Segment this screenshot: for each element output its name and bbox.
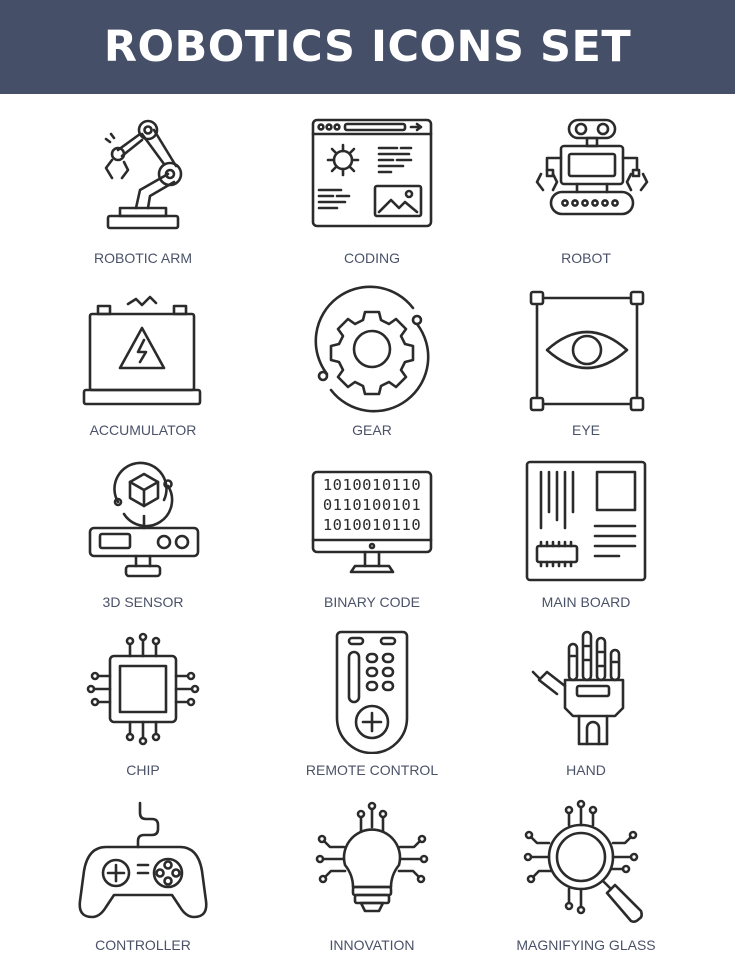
icon-tile-chip: CHIP xyxy=(38,624,248,778)
icon-tile-binary-code: 1010010110 0110100101 1010010110 BINARY … xyxy=(267,456,477,610)
icon-tile-3d-sensor: 3D SENSOR xyxy=(38,456,248,610)
3d-sensor-icon xyxy=(88,461,200,578)
icon-label: CONTROLLER xyxy=(95,937,191,953)
innovation-icon xyxy=(315,801,429,913)
icon-label: ROBOTIC ARM xyxy=(93,250,192,266)
chip-icon xyxy=(86,632,200,746)
icon-label: ACCUMULATOR xyxy=(89,422,197,438)
icon-tile-coding: CODING xyxy=(267,112,477,266)
remote-control-icon xyxy=(335,630,409,754)
icon-label: 3D SENSOR xyxy=(102,594,184,610)
icon-tile-eye: EYE xyxy=(481,284,691,438)
robotic-arm-icon xyxy=(104,119,183,230)
icon-tile-robotic-arm: ROBOTIC ARM xyxy=(38,112,248,266)
eye-icon xyxy=(529,290,645,412)
icon-tile-magnifying-glass: MAGNIFYING GLASS xyxy=(481,799,691,953)
binary-line: 1010010110 xyxy=(323,516,421,534)
icon-label: HAND xyxy=(566,762,606,778)
icon-tile-main-board: MAIN BOARD xyxy=(481,456,691,610)
main-board-icon xyxy=(525,460,647,582)
binary-line: 1010010110 xyxy=(323,476,421,494)
icon-grid: ROBOTIC ARM CODING xyxy=(0,94,735,980)
icon-label: GEAR xyxy=(352,422,392,438)
hand-icon xyxy=(531,630,625,746)
icon-label: BINARY CODE xyxy=(324,594,420,610)
icon-tile-accumulator: ACCUMULATOR xyxy=(38,284,248,438)
icon-label: CODING xyxy=(344,250,400,266)
page-title: ROBOTICS ICONS SET xyxy=(103,22,632,72)
icon-label: MAGNIFYING GLASS xyxy=(516,937,656,953)
icon-tile-remote-control: REMOTE CONTROL xyxy=(267,624,477,778)
binary-line: 0110100101 xyxy=(323,496,421,514)
icon-tile-controller: CONTROLLER xyxy=(38,799,248,953)
robot-icon xyxy=(535,118,649,216)
icon-label: EYE xyxy=(571,422,600,438)
icon-tile-gear: GEAR xyxy=(267,284,477,438)
magnifying-glass-icon xyxy=(523,799,643,923)
icon-tile-hand: HAND xyxy=(481,624,691,778)
icon-tile-robot: ROBOT xyxy=(481,112,691,266)
title-banner: ROBOTICS ICONS SET xyxy=(0,0,735,94)
icon-label: CHIP xyxy=(126,762,160,778)
accumulator-icon xyxy=(82,295,202,406)
coding-icon xyxy=(311,118,433,228)
gear-icon xyxy=(314,285,430,413)
icon-label: INNOVATION xyxy=(329,937,415,953)
controller-icon xyxy=(78,801,208,919)
icon-tile-innovation: INNOVATION xyxy=(267,799,477,953)
binary-code-icon: 1010010110 0110100101 1010010110 xyxy=(311,470,433,574)
icon-label: MAIN BOARD xyxy=(541,594,631,610)
icon-label: ROBOT xyxy=(561,250,611,266)
icon-label: REMOTE CONTROL xyxy=(305,762,439,778)
